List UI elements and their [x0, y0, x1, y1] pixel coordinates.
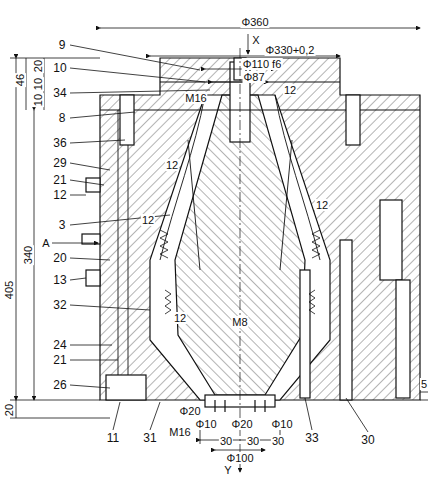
dimension: Φ360: [240, 16, 269, 28]
callout-number: 29: [52, 157, 67, 169]
dimension: Φ87: [242, 71, 265, 83]
dimension: Φ330+0,2: [265, 44, 316, 56]
dimension: 12: [165, 159, 179, 171]
callout-number: 13: [52, 274, 67, 286]
dimension: Φ110 f6: [242, 58, 283, 70]
dimension: 12: [315, 199, 329, 211]
dimension: 20: [32, 59, 44, 73]
thread-size: M16: [168, 426, 191, 438]
dimension: 20: [3, 403, 15, 417]
dimension: 12: [283, 84, 297, 96]
callout-number: 8: [58, 112, 67, 124]
callout-number: 34: [52, 87, 67, 99]
callout-number: 30: [360, 434, 375, 446]
dimension: 12: [173, 312, 187, 324]
dimension: 10: [32, 77, 44, 91]
dimension: 340: [22, 245, 34, 265]
callout-number: 21: [52, 174, 67, 186]
dimension: 30: [271, 435, 285, 447]
dimension: 30: [219, 435, 233, 447]
callout-number: 33: [304, 432, 319, 444]
dimension: 405: [3, 280, 15, 300]
dimension: Φ100: [225, 452, 254, 464]
callout-number: 26: [52, 379, 67, 391]
thread-size: M16: [184, 92, 207, 104]
callout-number: 31: [142, 432, 157, 444]
dimension: 12: [141, 214, 155, 226]
callout-number: 9: [58, 39, 67, 51]
callout-number: 21: [52, 354, 67, 366]
dimension: 30: [246, 435, 260, 447]
callout-number: 32: [52, 299, 67, 311]
dimension: Φ10: [270, 418, 293, 430]
view-arrow: Y: [223, 464, 232, 476]
dimension: 5: [420, 378, 428, 390]
dimension: 46: [14, 73, 26, 87]
callout-number: 36: [52, 137, 67, 149]
callout-number: 3: [58, 219, 67, 231]
callout-number: 10: [52, 62, 67, 74]
callout-number: 12: [52, 189, 67, 201]
dimension: Φ20: [230, 418, 253, 430]
callout-number: 20: [52, 252, 67, 264]
dimension: Φ10: [194, 418, 217, 430]
dimension: Φ20: [178, 405, 201, 417]
callout-number: 24: [52, 339, 67, 351]
section-mark: A: [41, 237, 50, 249]
callout-number: 11: [106, 432, 120, 444]
thread-size: M8: [231, 316, 248, 328]
view-arrow: X: [251, 34, 260, 46]
dimension: 10: [32, 93, 44, 107]
